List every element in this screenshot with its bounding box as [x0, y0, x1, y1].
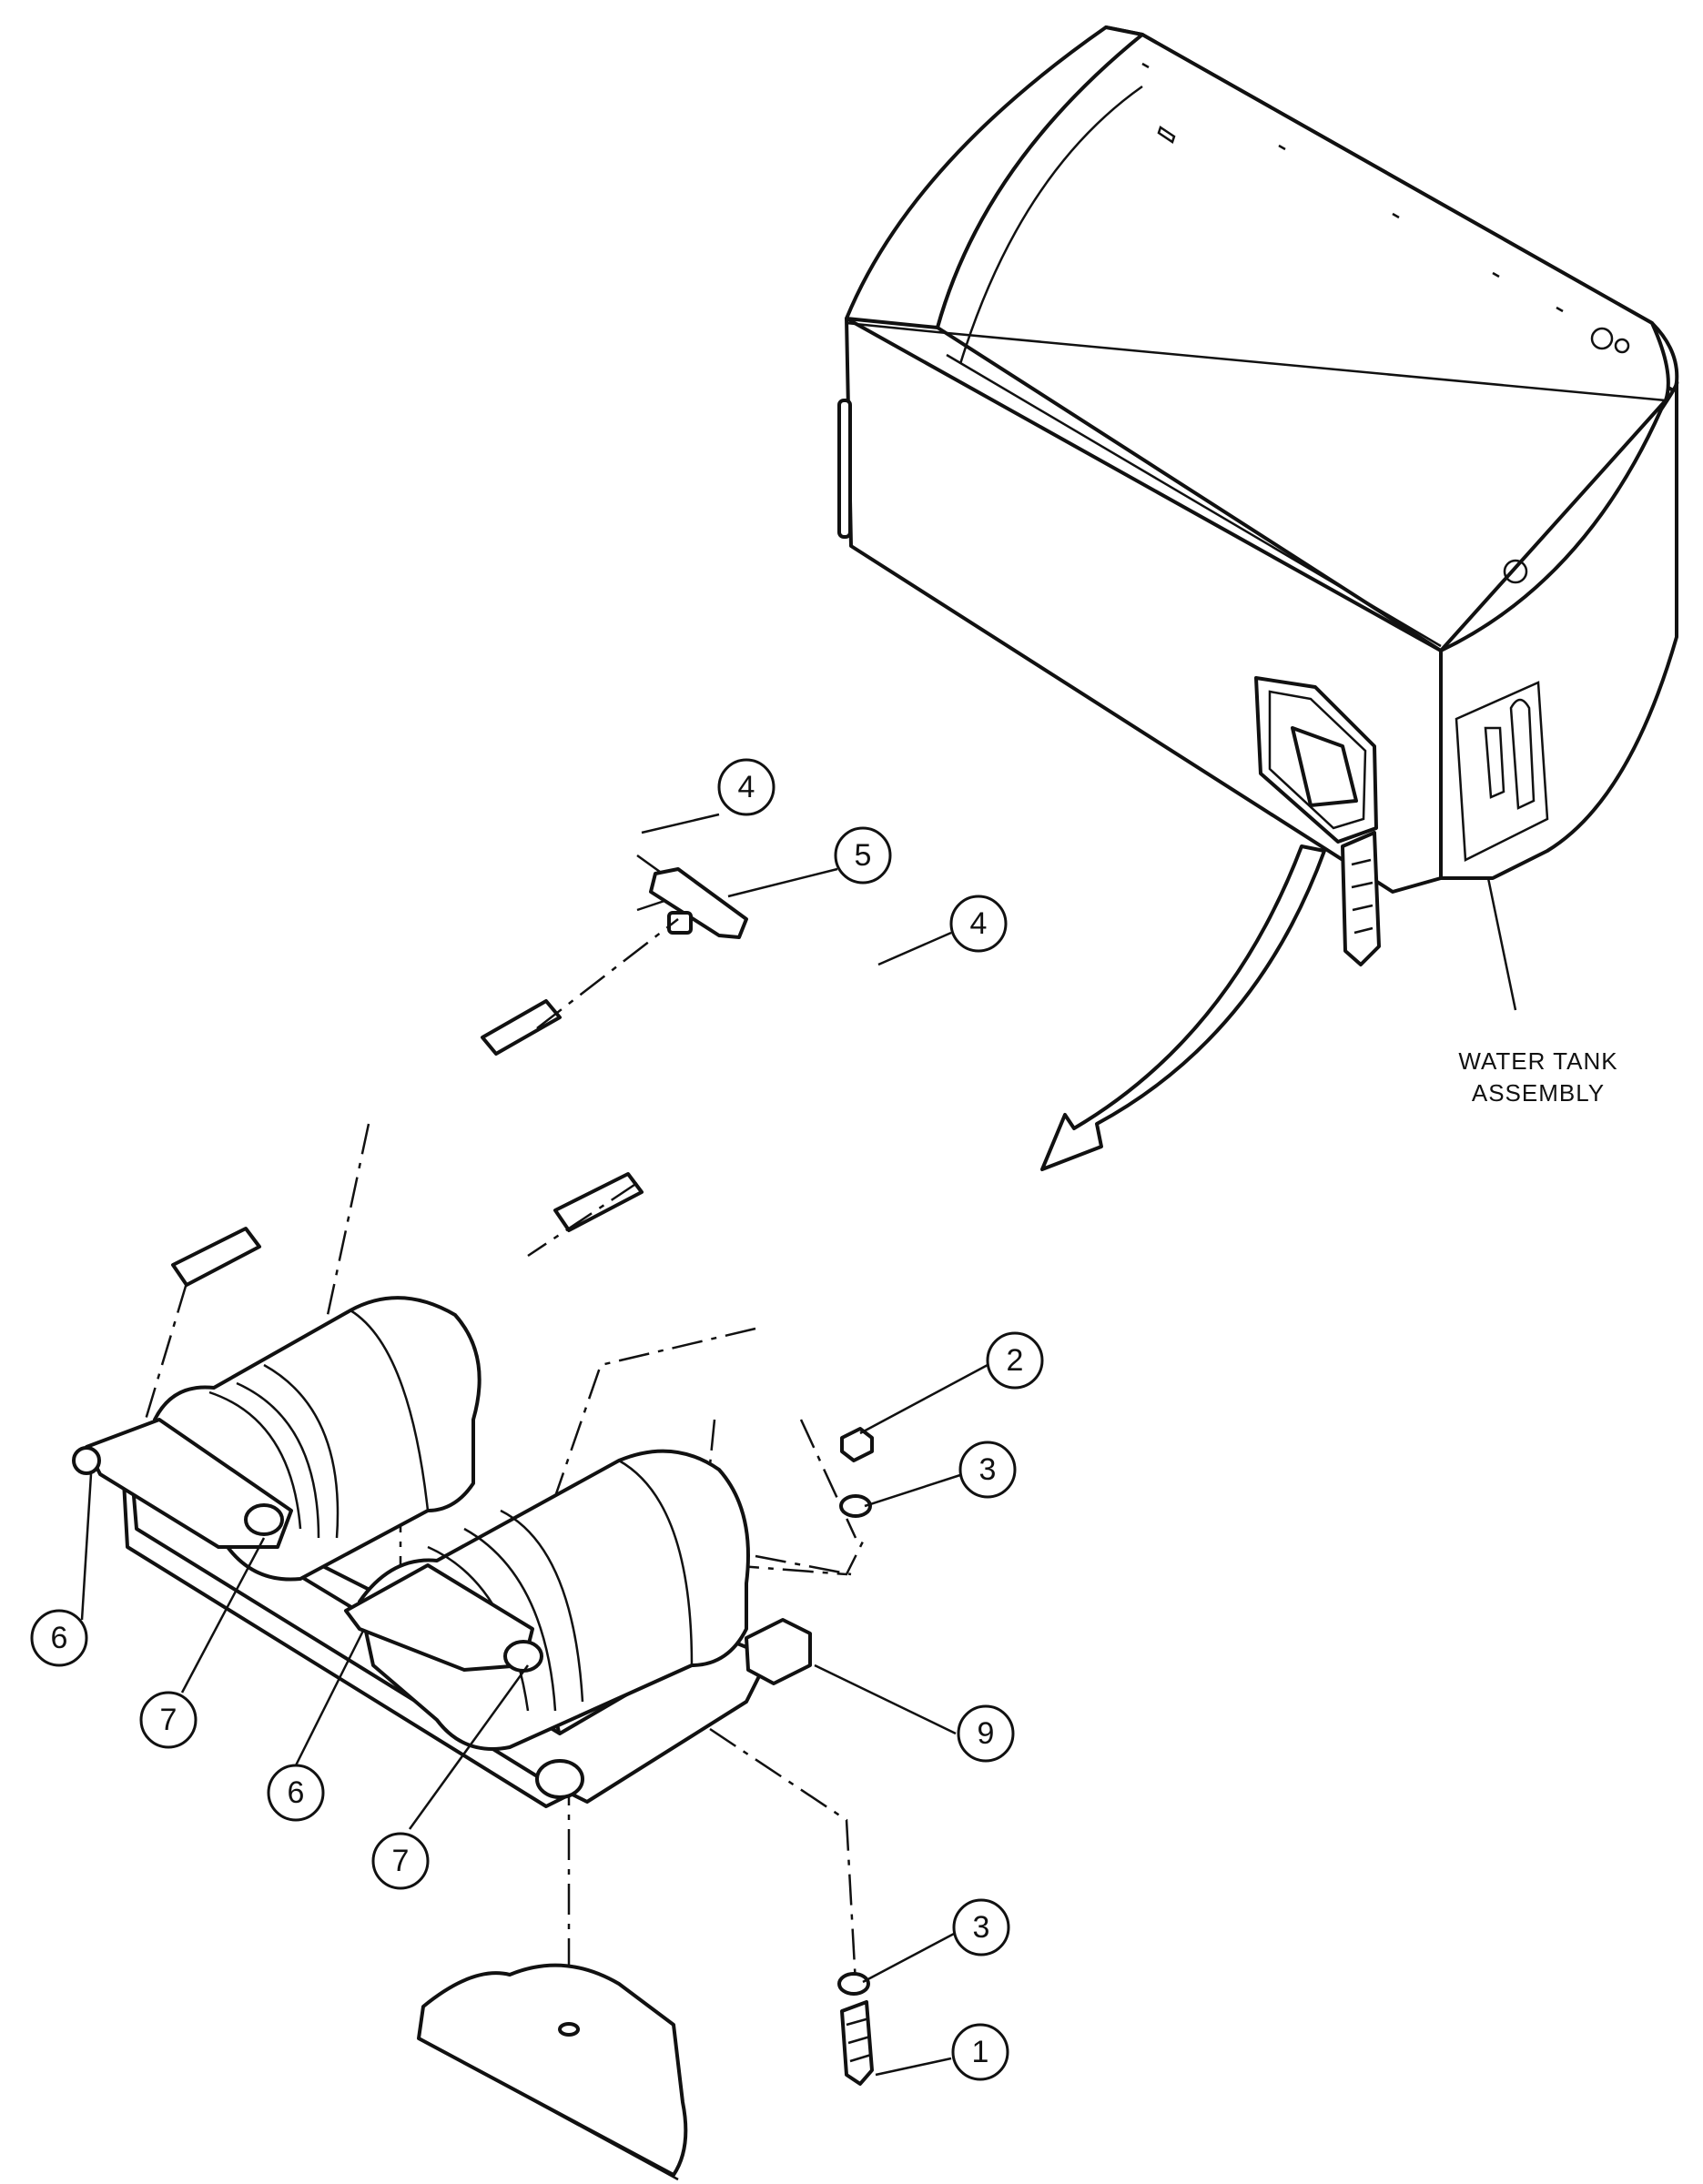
callout-4-lower: 4 [949, 895, 1008, 953]
svg-text:4: 4 [738, 770, 755, 804]
leader-lines [80, 813, 988, 2077]
callout-1: 1 [951, 2023, 1009, 2081]
svg-text:7: 7 [160, 1703, 177, 1737]
svg-text:3: 3 [973, 1910, 990, 1945]
svg-text:6: 6 [51, 1621, 68, 1655]
svg-text:1: 1 [972, 2035, 989, 2069]
callout-3-lower: 3 [952, 1898, 1010, 1956]
callout-3-upper: 3 [958, 1441, 1017, 1499]
svg-text:3: 3 [979, 1452, 997, 1487]
svg-text:7: 7 [392, 1844, 410, 1878]
svg-text:6: 6 [288, 1775, 305, 1810]
callout-6-left: 6 [30, 1609, 88, 1667]
water-tank [837, 25, 1679, 1011]
callout-9: 9 [957, 1704, 1015, 1763]
callout-7-center: 7 [371, 1832, 430, 1890]
callout-5: 5 [834, 826, 892, 885]
callout-6-center: 6 [267, 1764, 325, 1822]
svg-text:2: 2 [1007, 1343, 1024, 1378]
callout-7-left: 7 [139, 1691, 198, 1749]
callout-4-upper: 4 [717, 758, 775, 816]
callout-2: 2 [986, 1331, 1044, 1390]
roller-base-assembly [72, 1296, 874, 2181]
svg-text:5: 5 [855, 838, 872, 873]
direction-arrow [1040, 844, 1326, 1171]
svg-text:4: 4 [970, 906, 988, 941]
water-tank-assembly-label: WATER TANK ASSEMBLY [1458, 1047, 1617, 1107]
svg-text:ASSEMBLY: ASSEMBLY [1472, 1079, 1605, 1107]
svg-text:9: 9 [978, 1716, 995, 1751]
svg-text:WATER TANK: WATER TANK [1458, 1047, 1617, 1075]
